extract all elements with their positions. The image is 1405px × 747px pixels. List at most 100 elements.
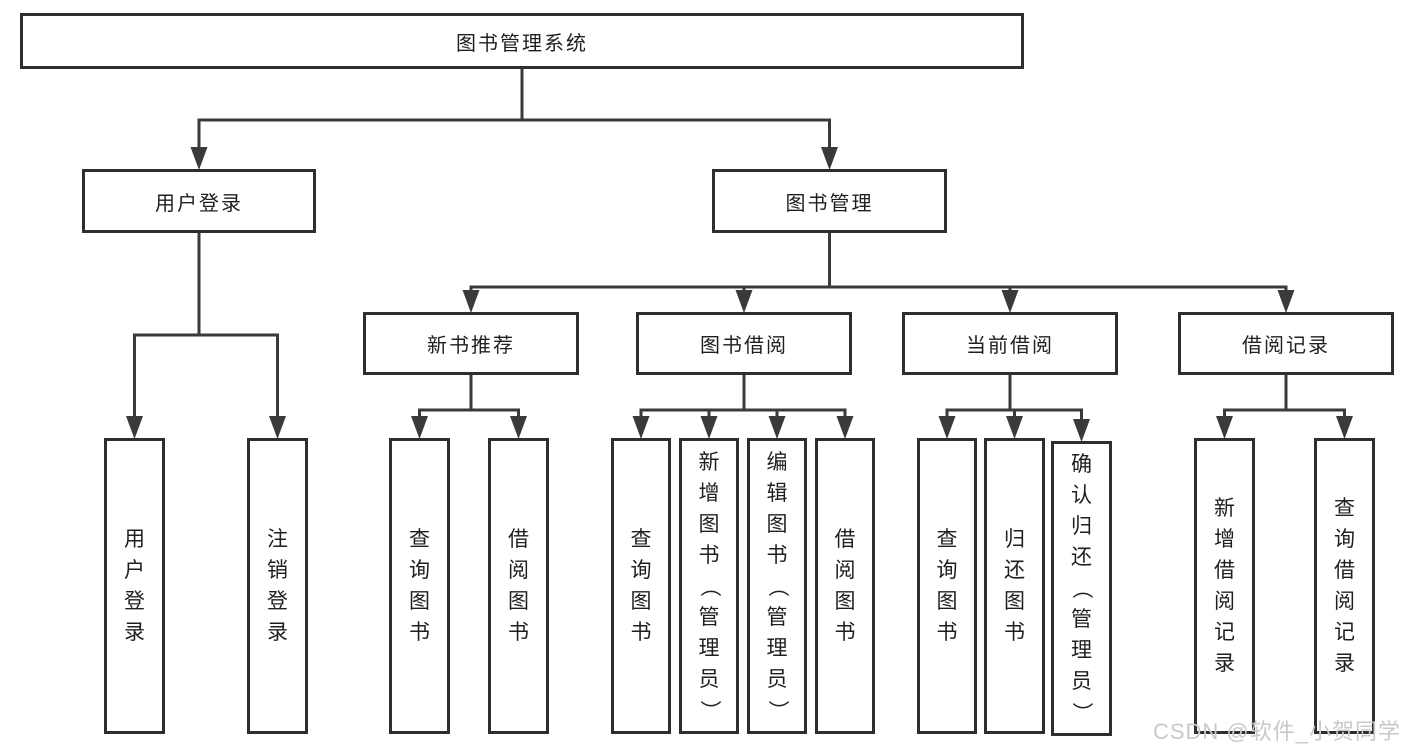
- node-label-char: 录: [124, 621, 145, 644]
- node-label-char: 书: [409, 621, 430, 644]
- node-label-char: 询: [936, 559, 958, 582]
- node-leaf-cb-confirm: 确认归还（管理员）: [1051, 441, 1112, 736]
- watermark: CSDN @软件_小贺同学: [1152, 719, 1401, 744]
- node-label-char: 图: [834, 590, 856, 613]
- node-label-char: 书: [834, 621, 856, 644]
- node-book-mgmt: 图书管理: [712, 169, 947, 233]
- node-label-char: 登: [267, 590, 288, 613]
- node-leaf-bb-add: 新增图书 （ 管理员 ）: [679, 438, 739, 734]
- node-label: 借阅记录: [1242, 335, 1330, 357]
- node-leaf-br-add: 新增借阅记录: [1194, 438, 1255, 734]
- node-label-char: 阅: [1334, 590, 1355, 613]
- node-label-char: 记: [1214, 621, 1235, 644]
- node-user-login: 用户登录: [82, 169, 316, 233]
- node-label: 图书管理: [785, 192, 874, 215]
- node-leaf-bb-borrow: 借阅图书: [815, 438, 875, 734]
- node-label: 图书借阅: [700, 335, 788, 357]
- node-label-char: 询: [409, 559, 430, 582]
- node-label-char: 查: [936, 528, 958, 551]
- node-label-char: 员: [766, 667, 788, 691]
- node-label-char: 图: [698, 512, 720, 536]
- node-label-char: 归: [1071, 515, 1092, 538]
- node-label-char: 书: [630, 621, 652, 644]
- node-label-char: （: [697, 575, 721, 597]
- node-label-char: 记: [1334, 621, 1355, 644]
- node-label: 新书推荐: [427, 335, 515, 357]
- node-new-book-rec: 新书推荐: [363, 312, 579, 375]
- node-label-char: 员: [1071, 670, 1092, 693]
- node-label-char: 管: [698, 605, 720, 629]
- node-label-char: 录: [267, 621, 288, 644]
- node-label-char: 登: [124, 590, 145, 613]
- node-label-char: 查: [409, 528, 430, 551]
- node-label-char: 询: [1334, 528, 1355, 551]
- node-label-char: ）: [765, 699, 789, 721]
- node-label-char: 书: [766, 543, 788, 567]
- node-current-borrow: 当前借阅: [902, 312, 1118, 375]
- node-label-char: 用: [124, 528, 145, 551]
- node-label-char: 阅: [508, 559, 529, 582]
- node-label-char: 询: [630, 559, 652, 582]
- node-label-char: 编: [766, 450, 788, 474]
- node-label-char: 增: [698, 481, 720, 505]
- node-label-char: 借: [508, 528, 529, 551]
- node-label-char: （: [765, 575, 789, 597]
- node-book-borrow: 图书借阅: [636, 312, 852, 375]
- node-label-char: 管: [1071, 608, 1092, 631]
- node-label-char: 还: [1071, 546, 1092, 569]
- node-label-char: 理: [766, 636, 788, 660]
- node-label-char: 图: [936, 590, 958, 613]
- node-label-char: 录: [1214, 652, 1235, 675]
- node-label-char: 图: [508, 590, 529, 613]
- node-label-char: 辑: [766, 481, 788, 505]
- node-leaf-user-login: 用户登录: [104, 438, 165, 734]
- node-leaf-br-query: 查询借阅记录: [1314, 438, 1375, 734]
- node-label-char: 书: [508, 621, 529, 644]
- node-label-char: 阅: [1214, 590, 1235, 613]
- node-root: 图书管理系统: [20, 13, 1024, 69]
- node-label-char: 借: [834, 528, 856, 551]
- node-label-char: 户: [124, 559, 145, 582]
- node-label-char: 图: [409, 590, 430, 613]
- node-label-char: 借: [1214, 559, 1235, 582]
- node-label: 图书管理系统: [456, 32, 588, 55]
- node-leaf-cb-return: 归还图书: [984, 438, 1045, 734]
- node-leaf-nb-borrow: 借阅图书: [488, 438, 549, 734]
- node-leaf-logout: 注销登录: [247, 438, 308, 734]
- node-label-char: 借: [1334, 559, 1355, 582]
- node-label-char: 增: [1214, 528, 1235, 551]
- node-label-char: 图: [630, 590, 652, 613]
- node-label-char: ）: [697, 699, 721, 721]
- node-label-char: 书: [1004, 621, 1025, 644]
- node-label-char: 书: [698, 543, 720, 567]
- node-label-char: 阅: [834, 559, 856, 582]
- node-label-char: 还: [1004, 559, 1025, 582]
- node-label-char: 销: [267, 559, 288, 582]
- node-label-char: 查: [630, 528, 652, 551]
- node-label-char: 录: [1334, 652, 1355, 675]
- node-leaf-bb-query: 查询图书: [611, 438, 671, 734]
- node-label-char: ）: [1070, 702, 1093, 723]
- node-leaf-bb-edit: 编辑图书 （ 管理员 ）: [747, 438, 807, 734]
- node-label-char: 理: [698, 636, 720, 660]
- node-label-char: 新: [698, 450, 720, 474]
- node-leaf-cb-query: 查询图书: [917, 438, 977, 734]
- node-label-char: 确: [1071, 453, 1092, 476]
- node-leaf-nb-query: 查询图书: [389, 438, 450, 734]
- node-borrow-record: 借阅记录: [1178, 312, 1394, 375]
- node-label-char: 图: [766, 512, 788, 536]
- node-label-char: 员: [698, 667, 720, 691]
- node-label-char: 书: [936, 621, 958, 644]
- node-label: 用户登录: [155, 192, 243, 215]
- node-label-char: 新: [1214, 497, 1235, 520]
- node-label-char: 管: [766, 605, 788, 629]
- node-label-char: 认: [1071, 484, 1092, 507]
- node-label: 当前借阅: [966, 335, 1054, 357]
- node-label-char: 图: [1004, 590, 1025, 613]
- node-label-char: 注: [267, 528, 288, 551]
- node-label-char: 归: [1004, 528, 1025, 551]
- node-label-char: 查: [1334, 497, 1355, 520]
- node-label-char: 理: [1071, 639, 1092, 662]
